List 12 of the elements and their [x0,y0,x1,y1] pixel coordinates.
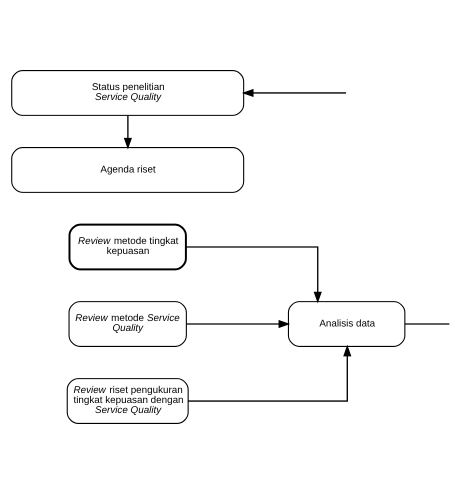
arrow [188,344,352,402]
node-box: Review metode tingkat kepuasan [68,223,187,270]
node-box: Analisis data [288,300,406,346]
arrow [124,115,132,149]
arrow [242,88,346,97]
node-box: Review metode Service Quality [68,300,187,346]
node-box: Status penelitian Service Quality [11,70,244,116]
node-box: Agenda riset [11,146,244,192]
arrow [186,246,322,303]
arrow [186,319,290,328]
connector [404,322,450,324]
node-box: Review riset pengukuran tingkat kepuasan dengan Service Quality [66,378,189,424]
